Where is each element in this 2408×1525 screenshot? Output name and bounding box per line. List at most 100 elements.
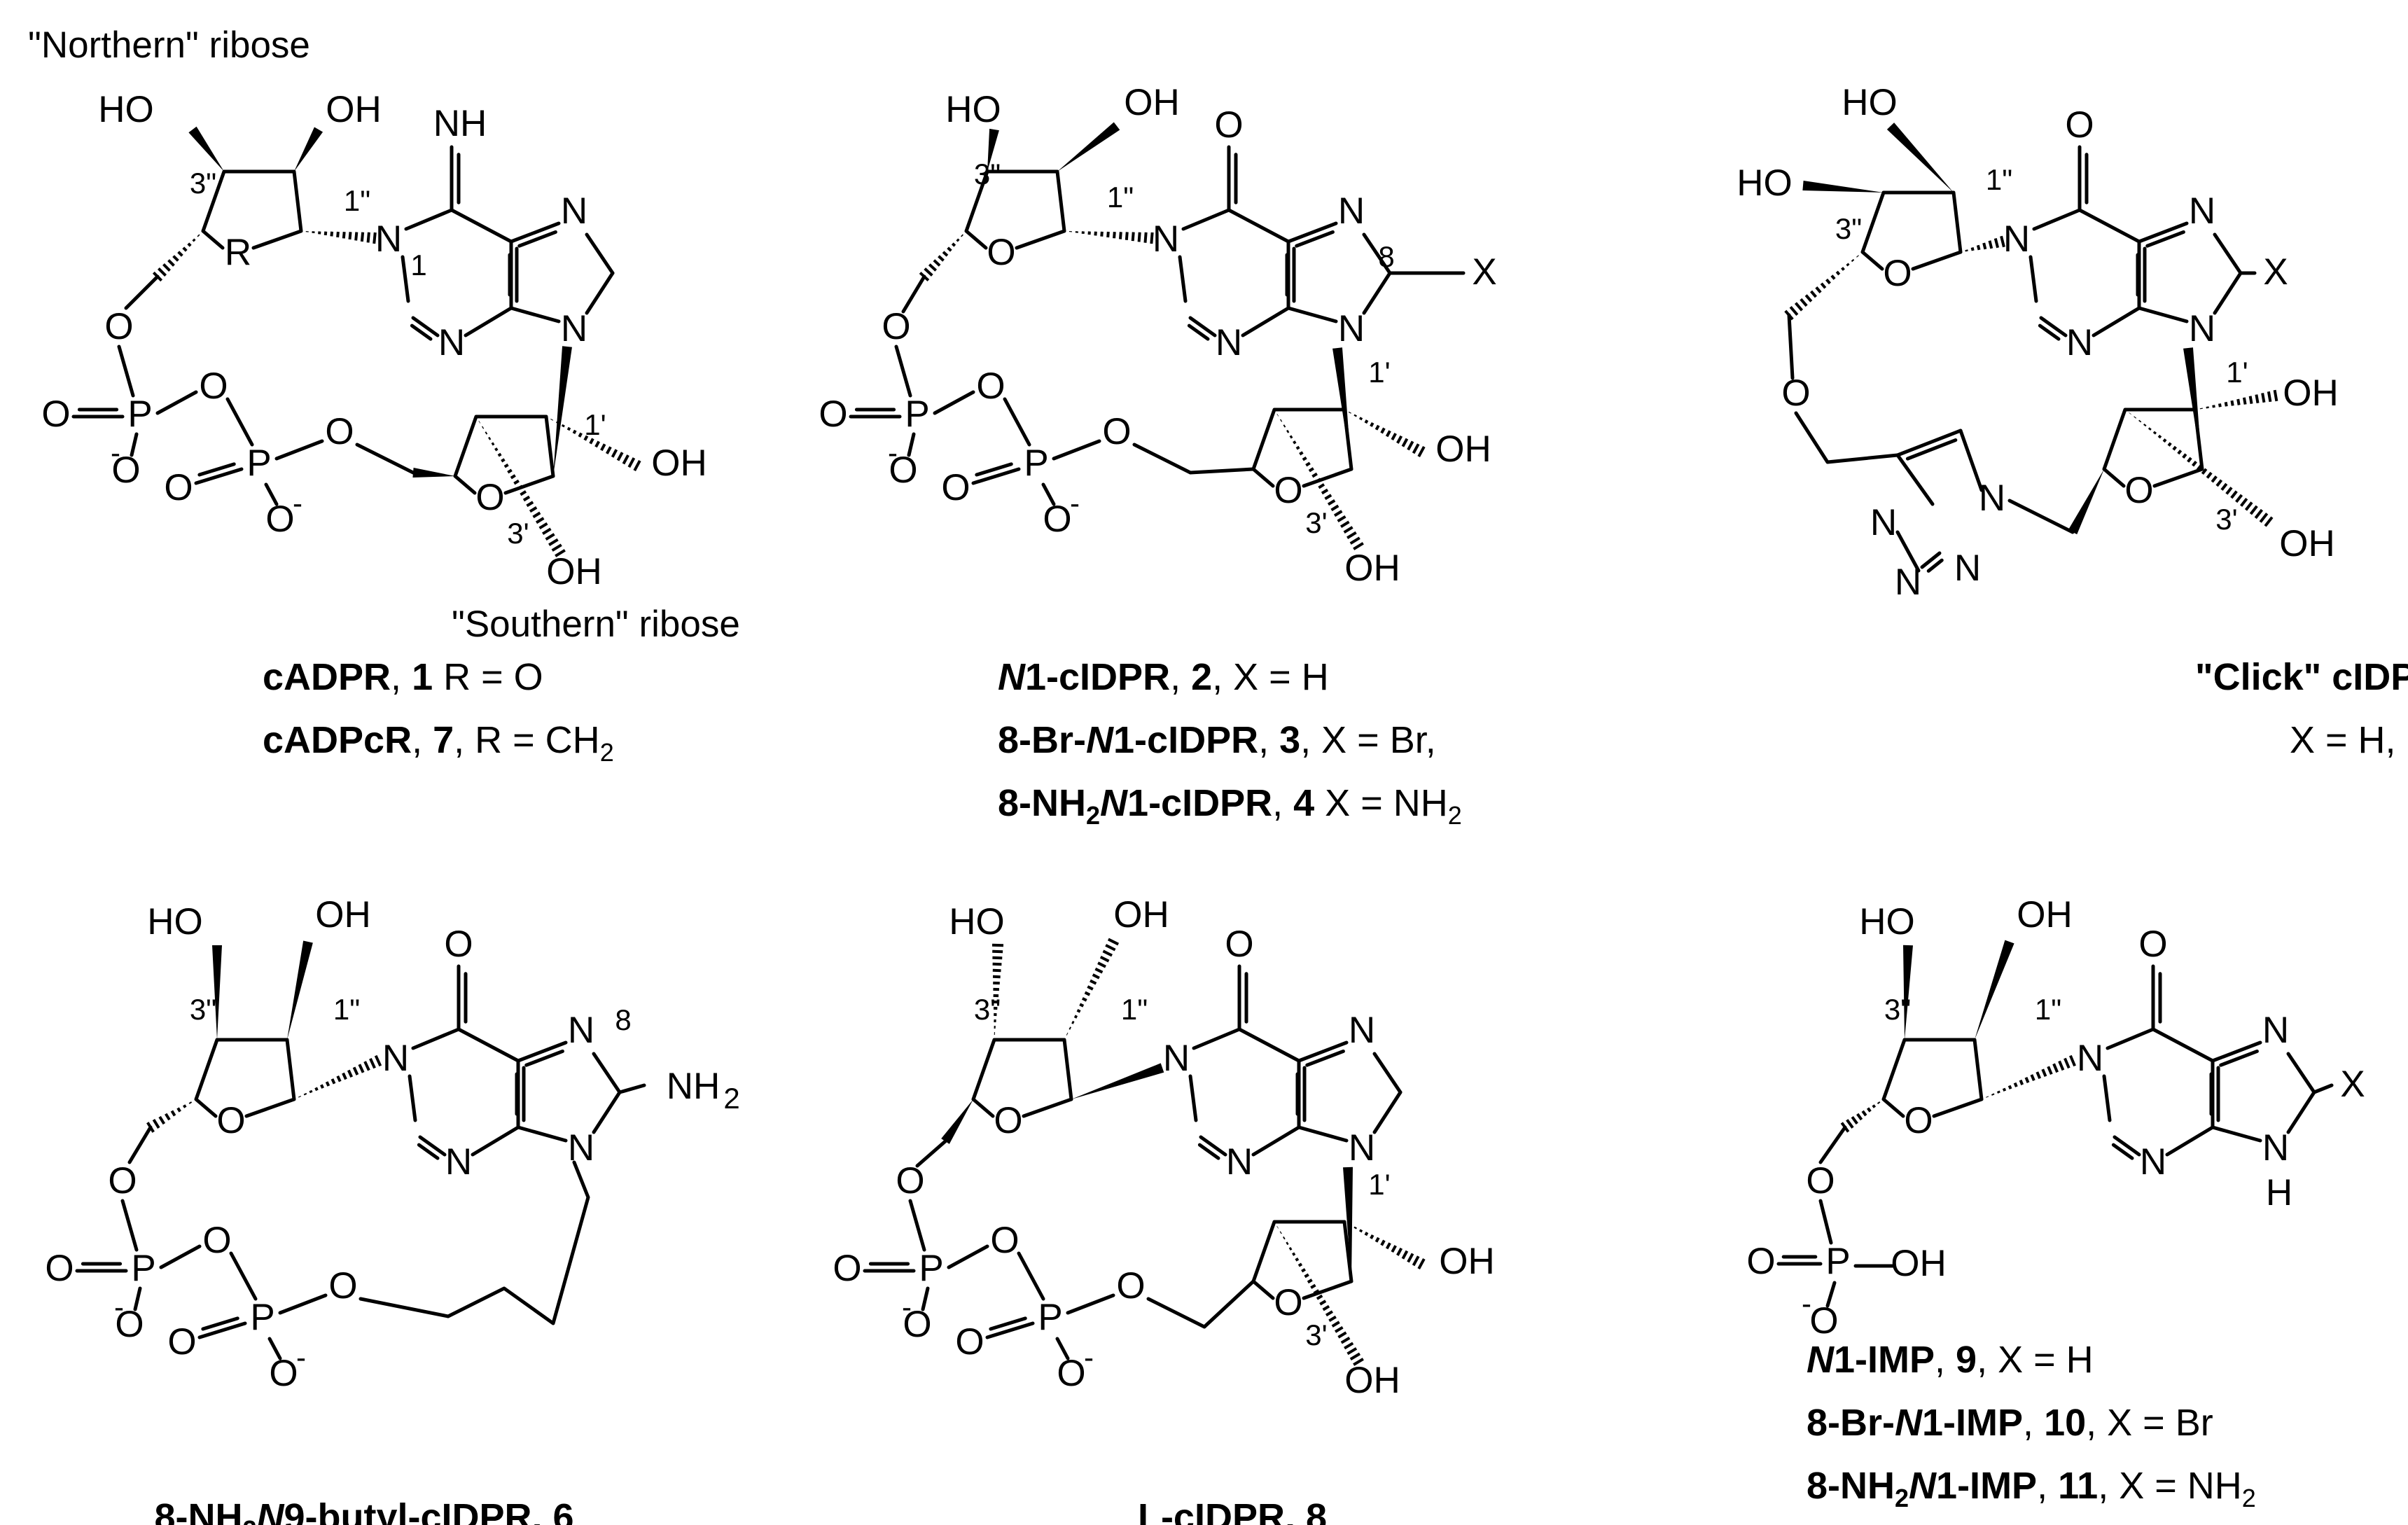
hashed-bond	[2148, 427, 2152, 431]
hashed-bond	[942, 251, 949, 257]
bond	[450, 208, 513, 244]
atom-label: OH	[2283, 372, 2339, 414]
wedge-bond	[1802, 181, 1884, 193]
wedge-bond	[188, 126, 224, 172]
hashed-bond	[1311, 472, 1318, 478]
atom-label: 3'	[1305, 506, 1327, 539]
bond	[908, 1199, 926, 1252]
atom-label: O	[987, 232, 1015, 273]
atom-label: N	[445, 1141, 472, 1183]
northern-ribose-label: "Northern" ribose	[28, 25, 310, 66]
bond	[1818, 1125, 1847, 1164]
bond	[417, 1143, 440, 1160]
hashed-bond	[1412, 443, 1420, 454]
hashed-bond	[1307, 1279, 1313, 1284]
hashed-bond	[192, 238, 196, 242]
atom-label: N	[2189, 190, 2215, 232]
hashed-bond	[1412, 1255, 1420, 1267]
hashed-bond	[555, 549, 566, 557]
atom-label: O	[1057, 1353, 1085, 1394]
hashed-bond	[2255, 394, 2260, 404]
hashed-bond	[373, 232, 377, 244]
bond	[1787, 313, 1795, 380]
atom-label: P	[131, 1248, 155, 1289]
hashed-bond	[158, 1115, 166, 1125]
bond	[964, 169, 1066, 250]
bond	[947, 1244, 989, 1269]
bond	[1227, 208, 1290, 244]
atom-label: O	[2124, 470, 2153, 511]
bond	[2211, 1125, 2262, 1143]
atom-label: O	[325, 411, 354, 452]
bond	[2039, 316, 2068, 337]
hashed-bond	[336, 231, 340, 238]
hashed-bond	[1305, 461, 1311, 467]
hashed-bond	[1407, 440, 1414, 451]
hashed-bond	[2236, 398, 2241, 405]
hashed-bond	[1970, 247, 1975, 251]
hashed-bond	[1364, 419, 1369, 424]
hashed-bond	[342, 231, 346, 239]
bond	[133, 1286, 142, 1311]
bond	[1794, 411, 1900, 464]
atom-label: X	[1472, 251, 1496, 293]
bond	[1146, 1279, 1255, 1329]
hashed-bond	[572, 429, 577, 435]
hashed-bond	[1349, 1352, 1361, 1360]
bond	[516, 1125, 568, 1143]
bond	[2219, 1049, 2259, 1067]
hashed-bond	[1302, 456, 1307, 461]
bond	[2312, 1083, 2334, 1094]
hashed-bond	[303, 1092, 307, 1096]
hashed-bond	[1349, 536, 1360, 545]
atom-label: O	[45, 1248, 74, 1289]
hashed-bond	[2259, 513, 2269, 523]
hashed-bond	[1391, 1245, 1397, 1253]
hashed-bond	[1851, 1115, 1858, 1125]
hashed-bond	[1391, 433, 1397, 441]
atom-label: HO	[949, 901, 1005, 942]
wedge-bond	[1071, 1063, 1164, 1099]
atom-label: 8	[1378, 240, 1394, 273]
hashed-bond	[520, 490, 527, 496]
bond	[1199, 1135, 1227, 1157]
atom-label: 1'	[2226, 356, 2248, 389]
hashed-bond	[170, 1110, 176, 1117]
bond	[2078, 208, 2141, 244]
hashed-bond	[1370, 1234, 1374, 1239]
atom-label: O	[1904, 1100, 1933, 1141]
bond	[971, 1038, 1073, 1118]
hashed-bond	[320, 1084, 324, 1089]
bond	[2151, 1027, 2215, 1063]
bond	[408, 1074, 417, 1122]
hashed-bond	[1800, 298, 1808, 307]
bond	[197, 1321, 247, 1339]
atom-label: O	[941, 467, 970, 508]
hashed-bond	[2230, 490, 2238, 499]
hashed-bond	[1385, 1242, 1391, 1250]
hashed-bond	[1100, 231, 1104, 237]
hashed-bond	[2196, 464, 2203, 471]
atom-label: O	[1214, 104, 1243, 146]
hashed-bond	[1374, 424, 1380, 431]
bond	[2113, 1135, 2141, 1157]
bond	[2286, 1052, 2316, 1094]
wedge-bond	[2068, 469, 2104, 535]
bond	[2106, 1027, 2155, 1050]
hashed-bond	[947, 246, 952, 252]
hashed-bond	[1092, 973, 1100, 980]
hashed-bond	[2206, 471, 2213, 479]
hashed-bond	[2024, 1077, 2030, 1083]
hashed-bond	[1087, 985, 1094, 991]
bond	[1905, 438, 1958, 461]
atom-label: P	[905, 394, 929, 435]
hashed-bond	[513, 479, 520, 485]
atom-label: R	[225, 232, 251, 273]
atom-label: 3'	[1305, 1318, 1327, 1351]
bond	[1926, 558, 1944, 573]
hashed-bond	[2019, 1079, 2024, 1085]
hashed-bond	[1417, 1258, 1426, 1269]
hashed-bond	[2254, 508, 2264, 520]
